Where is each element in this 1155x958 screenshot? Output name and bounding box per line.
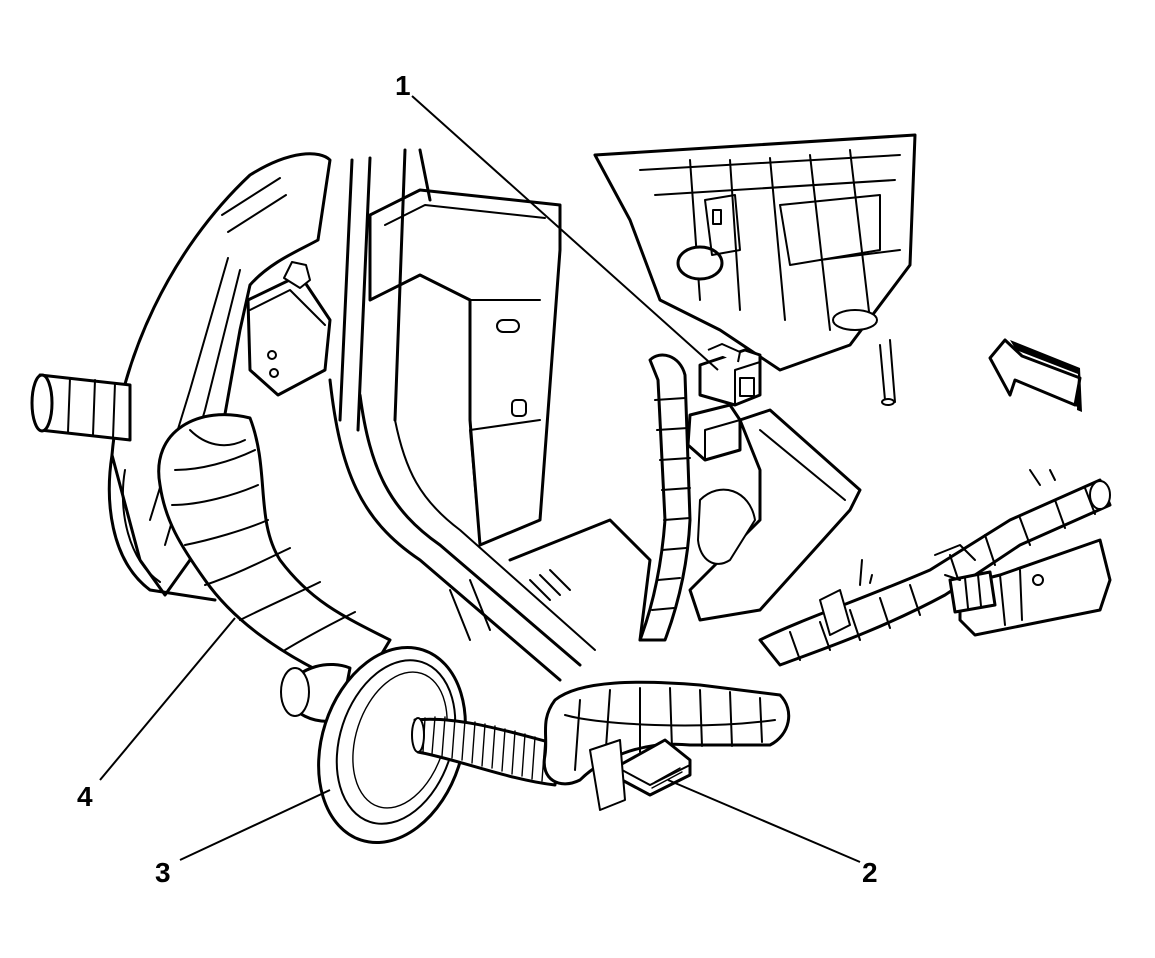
leader-4 [99, 617, 236, 781]
leader-lines [99, 95, 861, 863]
callouts: 1 2 3 4 [77, 70, 878, 888]
control-module [688, 408, 862, 622]
leader-1 [411, 95, 719, 371]
leader-2 [667, 779, 861, 863]
callout-4: 4 [77, 781, 93, 812]
view-direction-arrow-icon [988, 338, 1082, 412]
connector-1 [686, 343, 762, 462]
dash-structure [107, 133, 917, 682]
right-connector [934, 538, 1112, 637]
callout-1: 1 [395, 70, 411, 101]
callout-3: 3 [155, 857, 171, 888]
left-tube [30, 373, 132, 442]
callout-2: 2 [862, 857, 878, 888]
grommet [317, 645, 467, 845]
leader-3 [179, 789, 331, 861]
